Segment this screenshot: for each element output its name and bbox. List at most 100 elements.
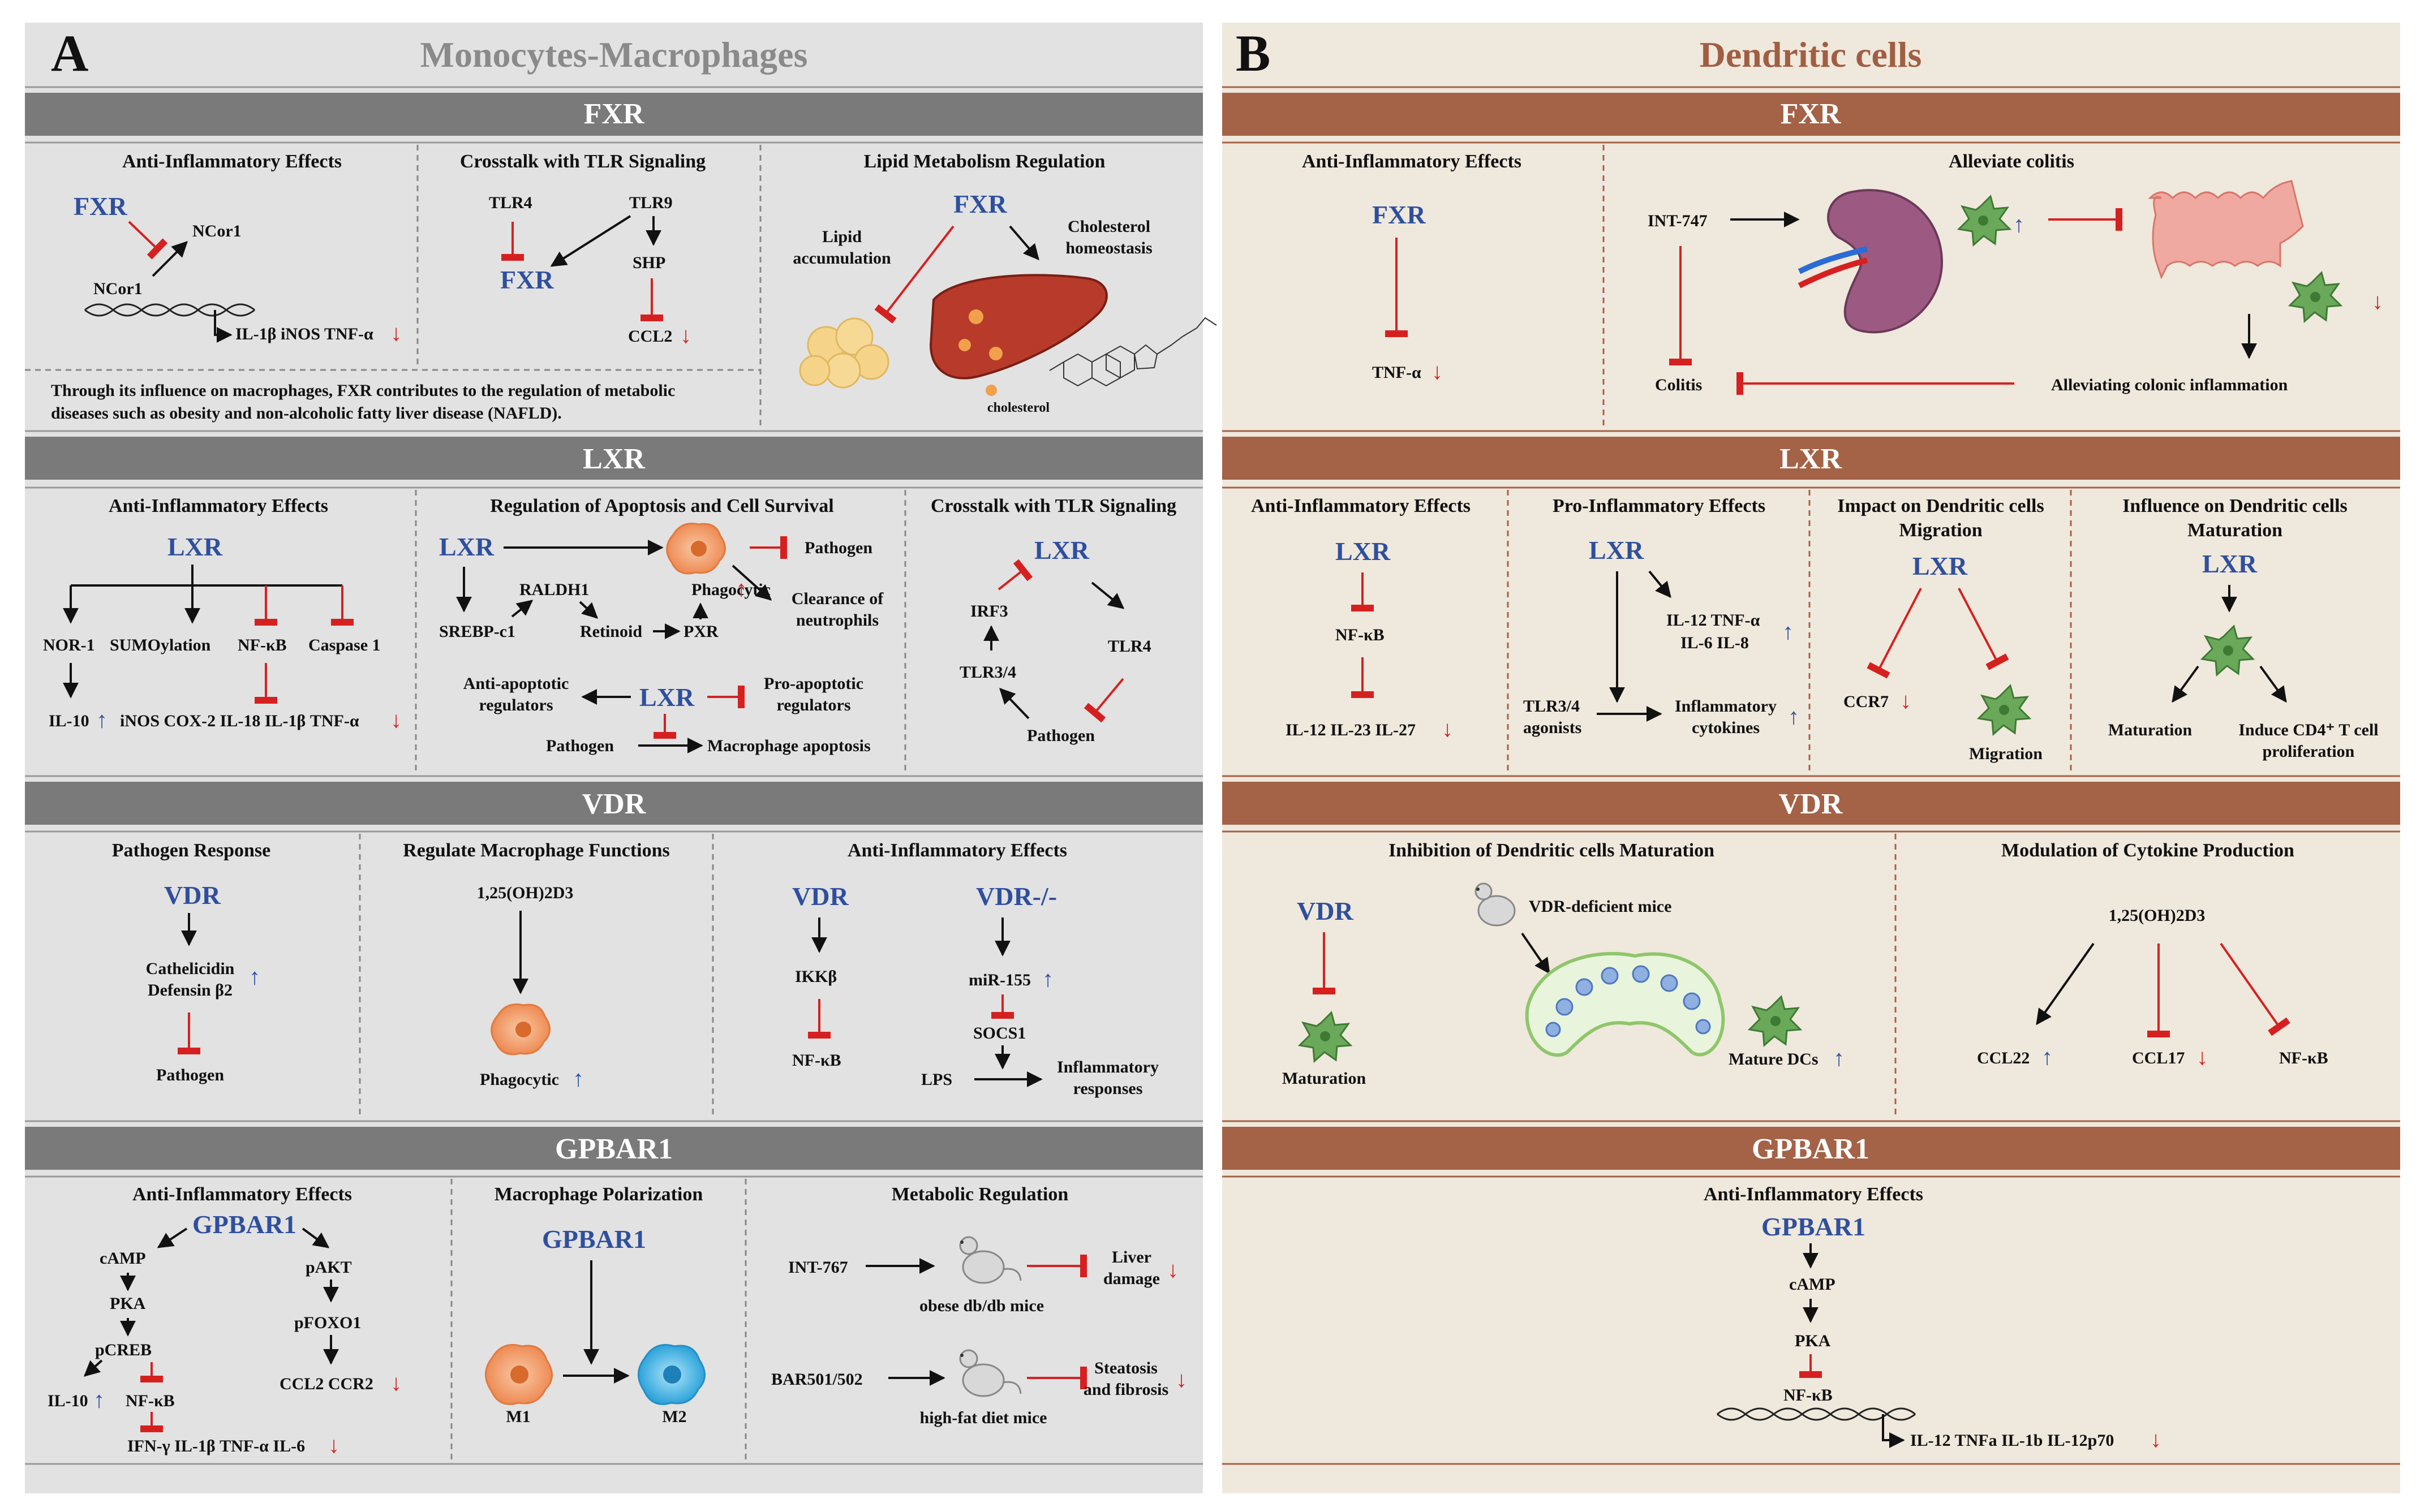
cytokines: IL-1β iNOS TNF-α [235,325,373,343]
section-title-2: Migration [1899,520,1982,541]
label-pathogen: Pathogen [1027,726,1095,745]
label-steatosis-2: and fibrosis [1084,1380,1168,1399]
down-arrow: ↓ [390,320,402,346]
label-ccl17: CCL17 [2132,1049,2185,1067]
down-arrow: ↓ [1442,716,1453,742]
label-pro-apop: Pro-apoptotic [764,674,863,693]
label-mature-dcs: Mature DCs [1729,1050,1819,1069]
band-gpbar1-a-label: GPBAR1 [555,1133,673,1165]
lxr-a-tlr: Crosstalk with TLR Signaling LXR IRF3 TL… [931,496,1176,745]
dc-cell-icon [1957,195,2012,247]
label-pfoxo1: pFOXO1 [294,1313,361,1332]
gene-vdr: VDR [164,881,221,910]
label-ccr7: CCR7 [1843,692,1889,711]
section-title: Anti-Inflammatory Effects [1704,1184,1923,1205]
label-pxr: PXR [683,622,719,641]
down-arrow: ↓ [1167,1257,1179,1282]
lxr-b-maturation: Influence on Dendritic cells Maturation … [2108,496,2379,761]
gene-lxr: LXR [1335,537,1391,566]
cytokines: IL-12 IL-23 IL-27 [1286,721,1416,739]
band-gpbar1-a [25,1127,1203,1170]
dc-cell-icon [2288,271,2343,324]
gene-lxr: LXR [439,532,495,561]
section-title: Metabolic Regulation [892,1184,1069,1205]
up-arrow: ↑ [573,1066,584,1091]
fat-cells-image [799,317,889,389]
label-clearance-2: neutrophils [796,611,879,630]
vdr-a-regulate: Regulate Macrophage Functions 1,25(OH)2D… [403,840,670,1091]
label-pathogen: Pathogen [156,1066,224,1084]
label-infl: Inflammatory [1057,1058,1159,1076]
dc-cell-icon [2200,624,2255,677]
label-tlr4: TLR4 [489,193,532,212]
band-lxr-b-label: LXR [1779,443,1842,475]
gene-lxr: LXR [167,532,223,561]
label-camp: cAMP [1789,1275,1835,1294]
label-agonists-2: agonists [1523,718,1581,737]
down-arrow: ↓ [390,707,402,733]
cholesterol-structure [1049,317,1217,387]
label-hfd: high-fat diet mice [920,1408,1047,1427]
dc-cell-icon [1297,1011,1353,1063]
cytokines: IFN-γ IL-1β TNF-α IL-6 [127,1437,305,1455]
label-il10: IL-10 [48,1392,88,1410]
fxr-b-colitis: Alleviate colitis INT-747 ↑ ↓ Coliti [1648,151,2383,395]
gene-fxr: FXR [1372,200,1426,229]
gene-gpbar1: GPBAR1 [1761,1212,1865,1241]
section-title: Lipid Metabolism Regulation [864,151,1106,172]
label-chol-h: Cholesterol [1068,217,1150,236]
label-irf3: IRF3 [970,602,1008,621]
label-int767: INT-767 [788,1258,848,1277]
band-vdr-b-label: VDR [1779,788,1843,820]
label-defensin: Defensin β2 [148,981,233,1000]
down-arrow: ↓ [1176,1367,1187,1392]
m2-macrophage-image [638,1344,706,1405]
label-liver-2: damage [1103,1269,1160,1288]
gene-lxr: LXR [2202,549,2258,578]
label-clearance: Clearance of [792,589,884,608]
lxr-b-anti: Anti-Inflammatory Effects LXR NF-κB IL-1… [1251,496,1471,742]
mouse-icon [959,1236,1022,1284]
label-nor1: NOR-1 [43,636,95,654]
fxr-note-line-1: Through its influence on macrophages, FX… [51,381,675,400]
band-gpbar1-b [1222,1127,2400,1170]
cytokines: IL-12 TNFa IL-1b IL-12p70 [1910,1431,2114,1450]
band-lxr-a-label: LXR [583,443,646,475]
up-arrow: ↑ [249,964,260,989]
mouse-icon [1474,882,1516,927]
label-vdr-mice: VDR-deficient mice [1529,897,1671,916]
gene-fxr: FXR [500,265,554,294]
lxr-a-apop: Regulation of Apoptosis and Cell Surviva… [439,496,884,755]
label-shp: SHP [633,253,665,272]
down-arrow: ↓ [328,1432,339,1458]
lymph-node-image [1525,951,1725,1057]
label-socs1: SOCS1 [973,1024,1026,1043]
panel-b-letter: B [1236,24,1270,82]
lxr-a-anti: Anti-Inflammatory Effects LXR NOR-1 SUMO… [43,496,402,733]
label-retinoid: Retinoid [580,622,642,641]
band-lxr-a [25,437,1203,480]
down-arrow: ↓ [680,322,691,348]
label-induce: Induce CD4⁺ T cell [2238,721,2378,739]
label-maturation: Maturation [2108,721,2193,739]
vdr-b-modulation: Modulation of Cytokine Production 1,25(O… [1977,840,2328,1070]
label-liver: Liver [1112,1248,1151,1267]
label-il10: IL-10 [49,712,89,730]
label-migration: Migration [1969,744,2043,763]
label-infl-2: cytokines [1692,718,1760,737]
gene-lxr: LXR [1912,552,1968,580]
down-arrow: ↓ [1900,688,1911,713]
gene-lxr: LXR [639,683,695,712]
gene-vdr: VDR [1297,897,1353,925]
label-cathelicidin: Cathelicidin [146,959,235,978]
section-title: Regulate Macrophage Functions [403,840,670,861]
fxr-a-anti: Anti-Inflammatory Effects FXR NCor1 NCor… [74,151,402,346]
label-nfkb: NF-κB [126,1392,175,1410]
panel-b: B Dendritic cells FXR Anti-Inflammatory … [1222,23,2400,1493]
label-tlr4: TLR4 [1108,637,1151,656]
gpbar1-b-anti: Anti-Inflammatory Effects GPBAR1 cAMP PK… [1704,1184,2161,1452]
section-title: Pathogen Response [112,840,271,861]
colon-image [2148,180,2304,279]
section-title: Macrophage Polarization [495,1184,703,1205]
